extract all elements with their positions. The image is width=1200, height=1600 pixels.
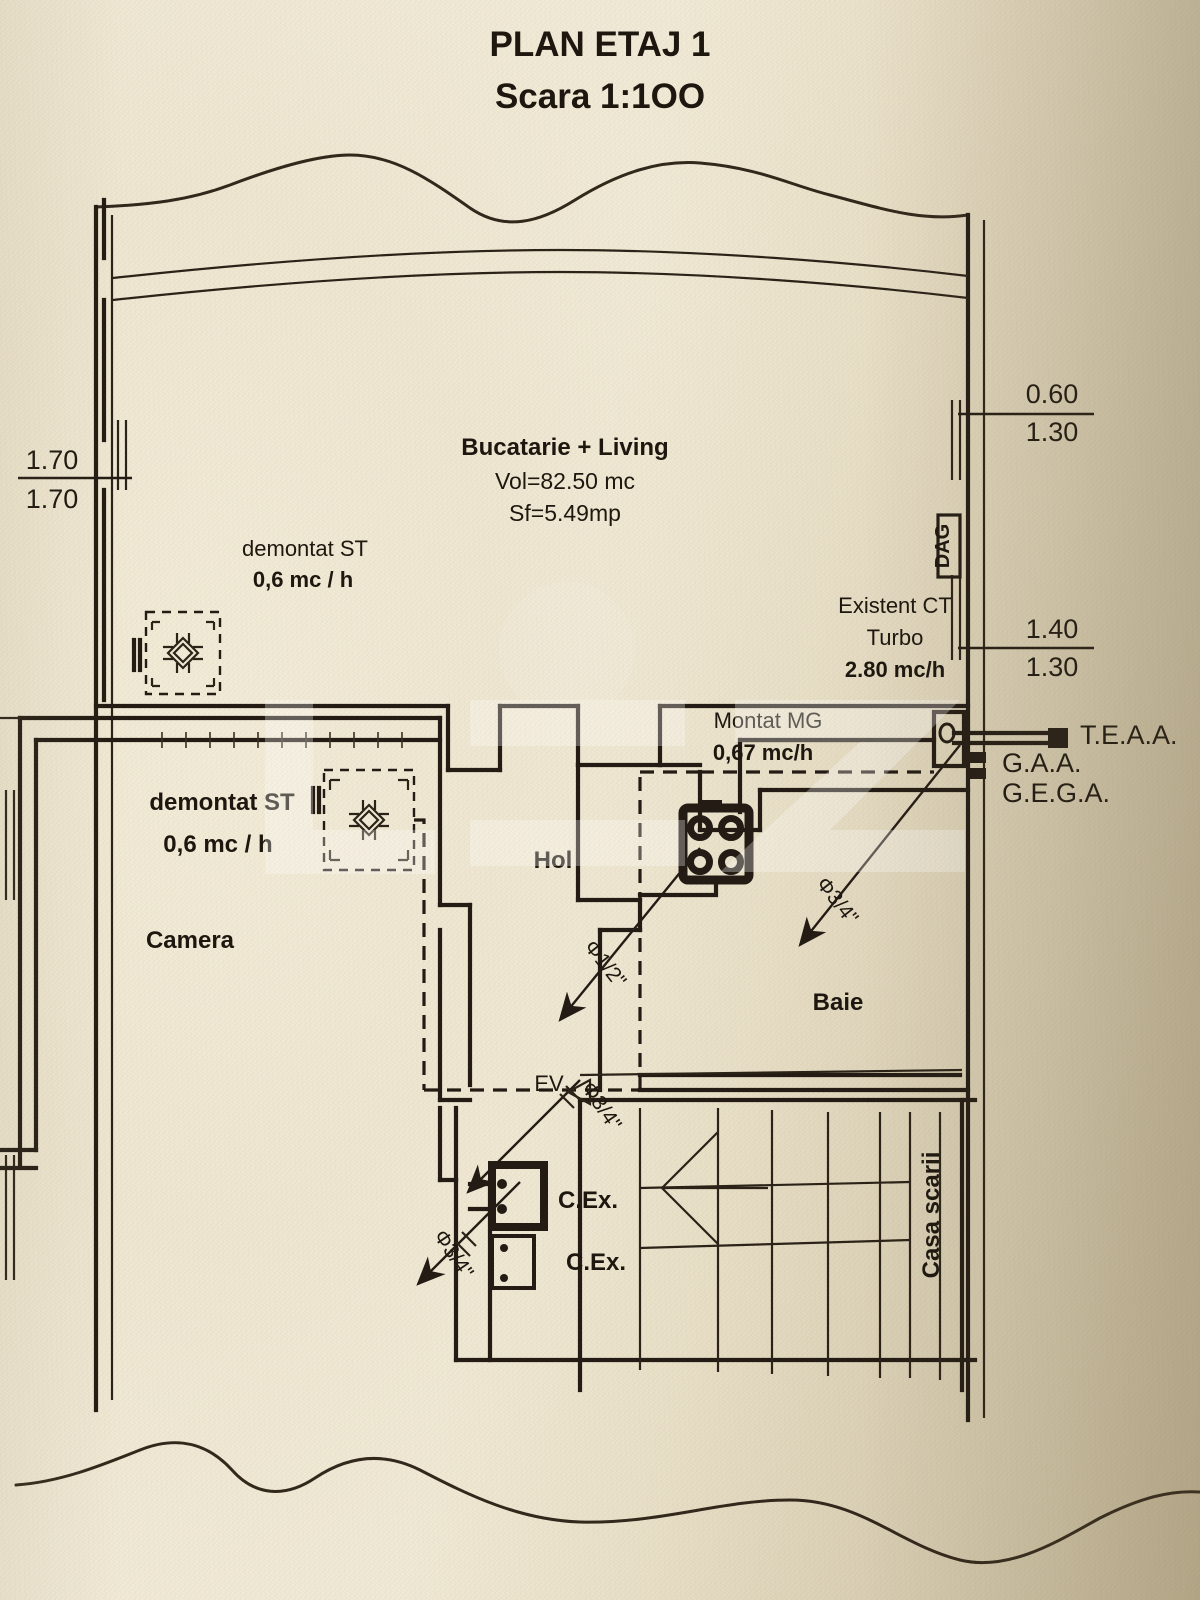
abbr-gaa: G.A.A. <box>1002 748 1082 778</box>
scale-label: Scara 1:1OO <box>495 77 705 116</box>
cooktop-icon <box>637 800 754 898</box>
room-surface-bucatarie-living: Sf=5.49mp <box>509 500 621 526</box>
note-demontat-st-lower-line2: 0,6 mc / h <box>163 831 272 858</box>
pipe-arrows <box>416 744 961 1286</box>
pipe-label-three-quarter-ev: Φ3/4" <box>577 1078 626 1135</box>
page-title: PLAN ETAJ 1 <box>489 25 710 64</box>
dim-left-top-under: 1.70 <box>26 484 79 514</box>
room-camera-walls <box>0 715 443 1280</box>
meter-group-right <box>700 513 1068 815</box>
note-demontat-st-upper-line2: 0,6 mc / h <box>253 567 353 592</box>
top-break-line <box>94 153 970 224</box>
label-cex-lower: C.Ex. <box>566 1249 626 1276</box>
dim-right-mid-under: 1.30 <box>1026 652 1079 682</box>
staircase <box>577 1068 978 1393</box>
dim-right-top-over: 0.60 <box>1026 379 1079 409</box>
dim-left-top-over: 1.70 <box>26 445 79 475</box>
symbol-st-lower <box>310 768 426 900</box>
note-demontat-st-lower-line1: demontat ST <box>149 789 295 816</box>
dimension-leaders <box>18 412 1094 650</box>
dim-right-top-under: 1.30 <box>1026 417 1079 447</box>
room-label-baie: Baie <box>813 989 864 1016</box>
room-label-bucatarie-living: Bucatarie + Living <box>461 434 668 461</box>
label-ev: EV <box>534 1071 564 1096</box>
note-montat-mg-line1: Montat MG <box>714 708 823 733</box>
room-label-camera: Camera <box>146 927 235 954</box>
building-envelope <box>93 204 986 1423</box>
pipe-label-three-quarter-lower: Φ3/4" <box>429 1226 478 1283</box>
room-label-hol: Hol <box>534 847 573 874</box>
bottom-break-line <box>14 1441 1200 1565</box>
note-montat-mg-line2: 0,67 mc/h <box>713 740 813 765</box>
abbr-gega: G.E.G.A. <box>1002 778 1110 808</box>
note-existent-ct-line3: 2.80 mc/h <box>845 657 945 682</box>
label-dag: DAG <box>932 524 954 568</box>
interior-partitions <box>422 715 971 1363</box>
label-cex-upper: C.Ex. <box>558 1187 618 1214</box>
text-layer: PLAN ETAJ 1 Scara 1:1OO Bucatarie + Livi… <box>26 25 1178 1283</box>
room-label-casa-scarii: Casa scarii <box>918 1152 945 1279</box>
room-volume-bucatarie-living: Vol=82.50 mc <box>495 468 635 494</box>
abbr-teaa: T.E.A.A. <box>1080 720 1178 750</box>
symbol-st-upper <box>131 610 222 696</box>
dim-right-mid-over: 1.40 <box>1026 614 1079 644</box>
note-existent-ct-line2: Turbo <box>867 625 924 650</box>
note-existent-ct-line1: Existent CT <box>838 593 952 618</box>
ev-and-cex <box>467 1161 548 1290</box>
note-demontat-st-upper-line1: demontat ST <box>242 536 368 561</box>
